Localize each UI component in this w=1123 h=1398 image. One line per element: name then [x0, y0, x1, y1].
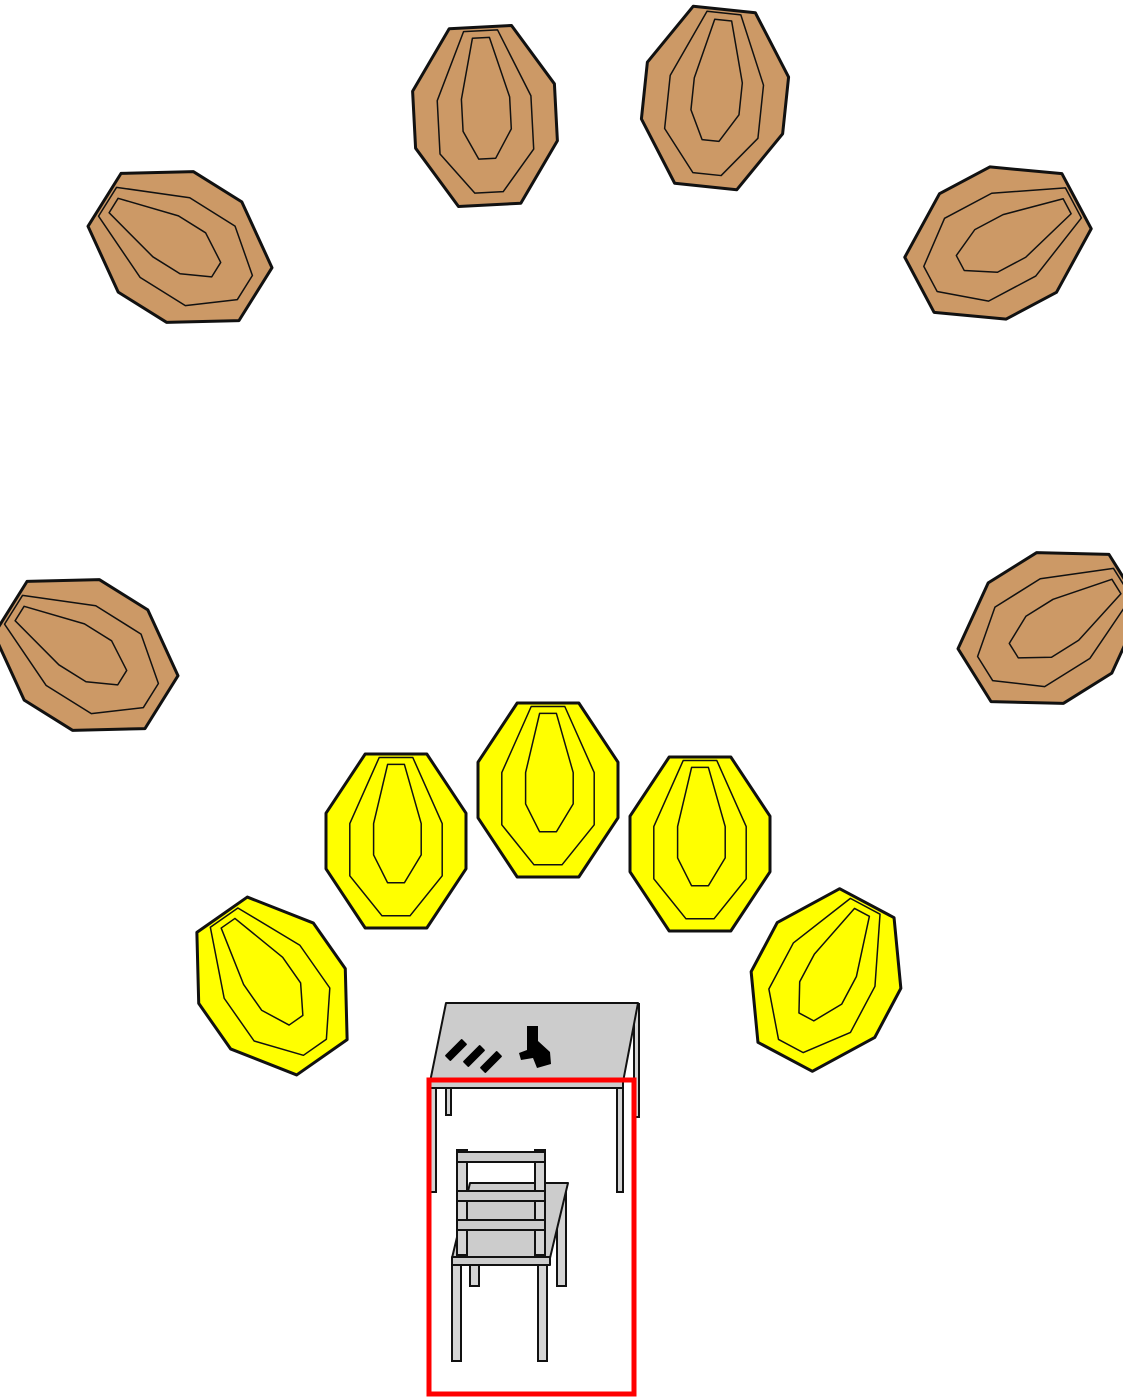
target-mid-zone	[209, 907, 331, 1057]
target-a-zone	[690, 18, 744, 143]
no-shoot-target	[0, 578, 180, 732]
no-shoot-target	[411, 23, 559, 209]
target-a-zone	[955, 197, 1072, 274]
target-mid-zone	[663, 10, 765, 177]
target-outer-zone	[0, 578, 180, 732]
table	[429, 1002, 640, 1193]
target-outer-zone	[956, 551, 1123, 705]
target-mid-zone	[436, 29, 535, 194]
target-mid-zone	[501, 705, 595, 866]
chair-back-post	[534, 1149, 546, 1256]
target-mid-zone	[653, 759, 747, 920]
chair-leg	[537, 1264, 548, 1362]
shoot-target	[476, 701, 620, 879]
shooting-box	[426, 1077, 637, 1397]
table-leg	[445, 1085, 452, 1116]
target-outer-zone	[749, 887, 903, 1073]
target-mid-zone	[97, 186, 254, 307]
target-mid-zone	[923, 187, 1083, 302]
chair-leg	[451, 1264, 462, 1362]
target-mid-zone	[976, 567, 1123, 688]
target-mid-zone	[349, 756, 443, 917]
chair-back-slat	[456, 1151, 546, 1163]
target-a-zone	[108, 197, 222, 278]
target-a-zone	[372, 763, 422, 884]
target-a-zone	[14, 605, 128, 686]
pistol-icon	[519, 1026, 551, 1068]
chair-seat-edge	[451, 1256, 551, 1266]
target-a-zone	[1008, 578, 1122, 659]
target-a-zone	[460, 36, 513, 160]
no-shoot-target	[639, 4, 791, 192]
chair-back-slat	[456, 1190, 546, 1202]
shoot-target	[628, 755, 772, 933]
target-mid-zone	[768, 897, 881, 1054]
target-outer-zone	[324, 752, 468, 930]
chair-back-post	[456, 1149, 468, 1256]
magazine-icon	[445, 1039, 502, 1073]
target-outer-zone	[903, 165, 1093, 321]
no-shoot-target	[956, 551, 1123, 705]
target-mid-zone	[3, 594, 160, 715]
chair-leg	[469, 1262, 480, 1287]
shoot-target	[324, 752, 468, 930]
target-outer-zone	[411, 23, 559, 209]
target-outer-zone	[628, 755, 772, 933]
no-shoot-target	[86, 170, 274, 324]
target-a-zone	[220, 917, 304, 1026]
target-a-zone	[798, 907, 871, 1022]
shoot-targets	[195, 701, 903, 1077]
target-a-zone	[676, 766, 726, 887]
target-a-zone	[524, 712, 574, 833]
shoot-target	[749, 887, 903, 1073]
shoot-target	[195, 895, 349, 1077]
table-leg	[616, 1085, 624, 1193]
no-shoot-target	[903, 165, 1093, 321]
target-outer-zone	[476, 701, 620, 879]
target-outer-zone	[195, 895, 349, 1077]
no-shoot-targets	[0, 4, 1123, 732]
target-outer-zone	[639, 4, 791, 192]
chair-back-slat	[456, 1219, 546, 1231]
chair	[451, 1149, 569, 1362]
target-outer-zone	[86, 170, 274, 324]
